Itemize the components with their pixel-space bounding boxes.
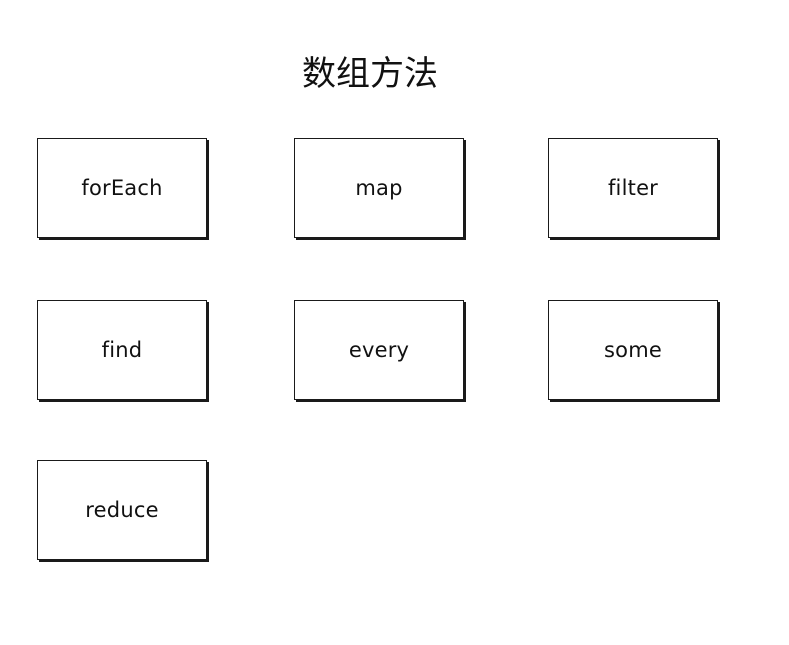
node-filter: filter: [548, 138, 718, 238]
node-label-every: every: [348, 338, 410, 362]
node-every: every: [294, 300, 464, 400]
node-reduce: reduce: [37, 460, 207, 560]
node-some: some: [548, 300, 718, 400]
node-label-some: some: [604, 338, 662, 362]
diagram-title: 数组方法: [302, 54, 438, 94]
node-label-filter: filter: [607, 176, 659, 200]
node-label-foreach: forEach: [81, 176, 163, 200]
node-foreach: forEach: [37, 138, 207, 238]
node-label-find: find: [101, 338, 143, 362]
node-map: map: [294, 138, 464, 238]
node-label-reduce: reduce: [85, 498, 159, 522]
node-find: find: [37, 300, 207, 400]
node-label-map: map: [355, 176, 403, 200]
